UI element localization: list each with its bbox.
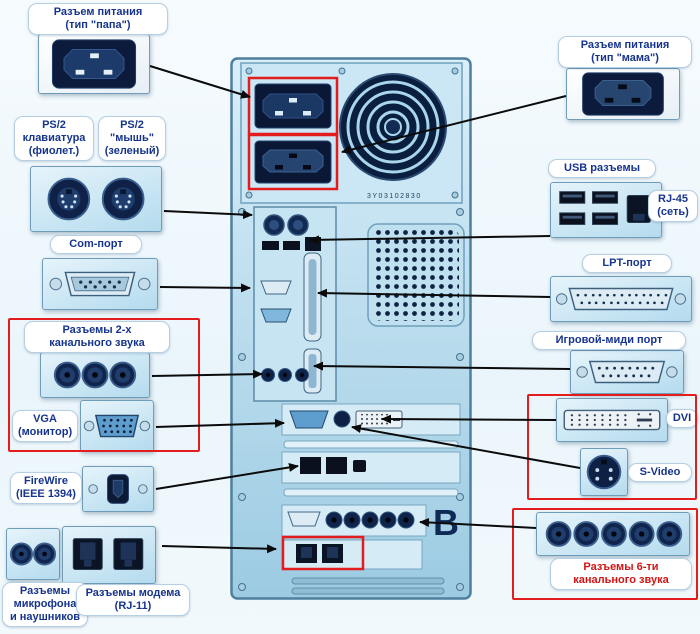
power-male-connector-photo (38, 34, 150, 94)
label-com: Com-порт (50, 235, 142, 254)
mic-headphone-icon (9, 542, 57, 566)
firewire-icon (88, 474, 148, 504)
ps2-ports-photo (30, 166, 162, 232)
audio-2ch-icon (53, 361, 137, 389)
case-io-panel (253, 206, 337, 402)
label-ps2-keyboard: PS/2 клавиатура (фиолет.) (14, 116, 94, 161)
label-vga: VGA (монитор) (12, 410, 78, 442)
audio-6ch-jacks-photo (536, 512, 690, 556)
label-dvi: DVI (666, 409, 698, 428)
case-letter-marking: B (433, 502, 459, 543)
highlight-modem (281, 535, 365, 571)
audio-6ch-icon (545, 521, 683, 547)
case-power-outlet-female (254, 140, 332, 184)
lpt-port-photo (550, 276, 692, 322)
power-female-icon (582, 72, 664, 116)
computer-case-rear: 3Y03102830 (230, 57, 472, 600)
case-modem-card (281, 539, 423, 570)
s-video-icon (586, 454, 622, 490)
case-power-inlet-male (254, 83, 332, 129)
ps2-ports-icon (47, 177, 145, 221)
label-lpt: LPT-порт (582, 254, 672, 273)
modem-rj11-icon (72, 538, 144, 570)
case-vent-grille (367, 223, 465, 327)
label-audio-2ch: Разъемы 2-х канального звука (24, 321, 170, 353)
case-slot-cover-2 (283, 488, 459, 497)
com-port-icon (49, 271, 151, 297)
modem-rj11-photo (62, 526, 156, 584)
case-bottom-vents (291, 577, 445, 595)
usb-rj45-ports-photo (550, 182, 662, 238)
usb-rj45-icon (559, 191, 651, 225)
highlight-audio-6ch-group (512, 508, 698, 600)
label-power-male: Разъем питания (тип "папа") (28, 3, 168, 35)
case-graphics-card (281, 403, 461, 436)
game-midi-port-photo (570, 350, 684, 394)
label-audio-6ch: Разъемы 6-ти канального звука (550, 558, 692, 590)
label-ps2-mouse: PS/2 "мышь" (зеленый) (98, 116, 166, 161)
label-usb: USB разъемы (548, 159, 656, 178)
label-power-female: Разъем питания (тип "мама") (558, 36, 692, 68)
highlight-power-outlet (247, 133, 339, 191)
case-fan-grille (339, 73, 447, 181)
lpt-port-icon (555, 287, 687, 311)
label-modem: Разъемы модема (RJ-11) (76, 584, 190, 616)
case-slot-cover-1 (283, 440, 459, 449)
case-serial-label: 3Y03102830 (367, 193, 422, 200)
mic-headphone-jacks-photo (6, 528, 60, 580)
vga-port-icon (83, 414, 151, 438)
case-audio-card (281, 504, 427, 537)
power-male-icon (51, 39, 137, 89)
case-firewire-card (281, 451, 461, 484)
vga-port-photo (80, 400, 154, 452)
highlight-analog-video-audio-group (8, 318, 200, 452)
label-mic-headphones: Разъемы микрофона и наушников (2, 582, 88, 627)
com-port-photo (42, 258, 158, 310)
label-game-midi: Игровой-миди порт (532, 331, 686, 350)
power-female-connector-photo (566, 68, 680, 120)
dvi-port-icon (563, 409, 661, 431)
game-midi-icon (576, 360, 678, 384)
highlight-dvi-svideo-group (527, 394, 697, 500)
label-rj45: RJ-45 (сеть) (648, 190, 698, 222)
s-video-port-photo (580, 448, 628, 496)
firewire-port-photo (82, 466, 154, 512)
label-firewire: FireWire (IEEE 1394) (10, 472, 82, 504)
label-s-video: S-Video (628, 463, 692, 482)
